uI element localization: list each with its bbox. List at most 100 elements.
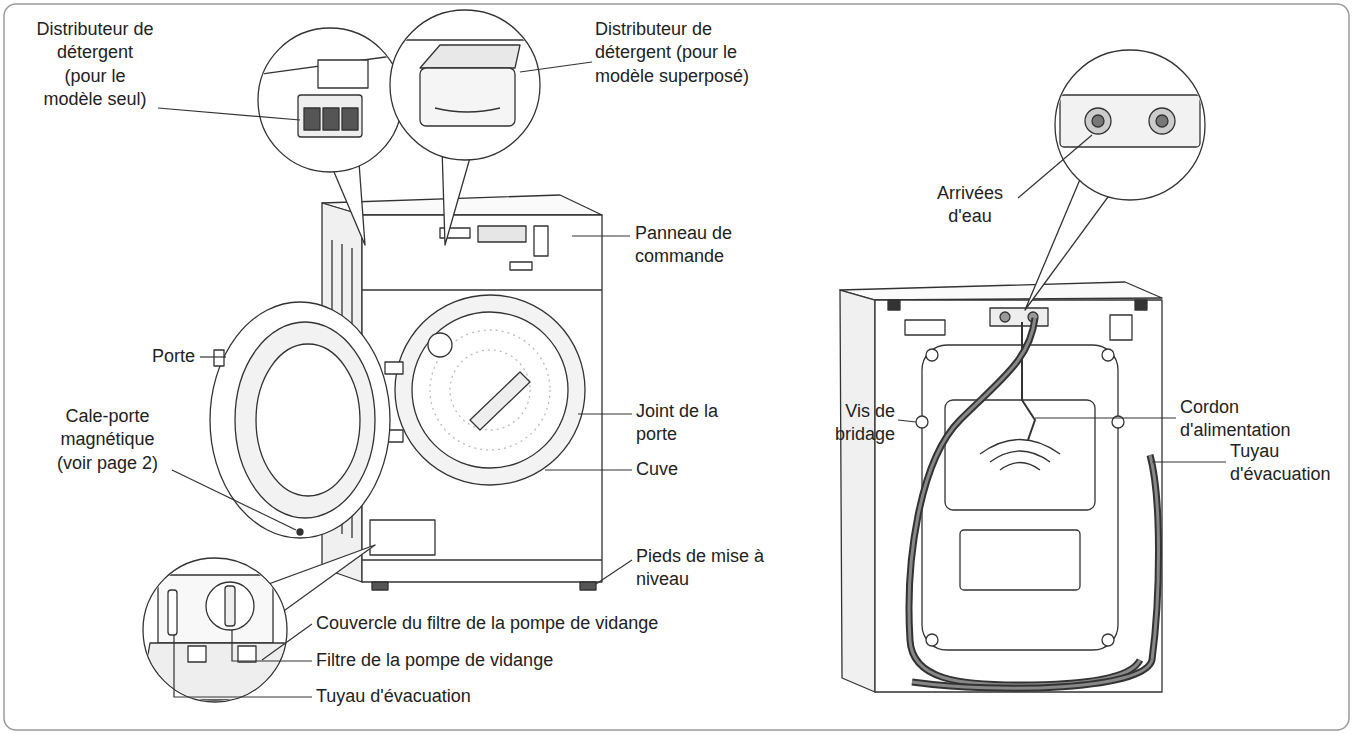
drain-hose <box>912 455 1159 688</box>
filter-knob <box>225 586 235 626</box>
door <box>210 302 390 538</box>
leader-line <box>520 62 592 72</box>
machine-front <box>362 215 602 582</box>
leader-line <box>1035 417 1176 418</box>
leader-line <box>158 108 300 120</box>
drain-tube <box>168 590 177 635</box>
part-label: Cuve <box>636 458 678 481</box>
filter-cover <box>370 520 435 555</box>
panel-buttons <box>510 262 532 270</box>
inlet-hose <box>909 318 1140 685</box>
rating-sticker <box>1110 315 1132 340</box>
part-label: Panneau de commande <box>635 222 765 269</box>
part-label: Tuyau d'évacuation <box>316 685 471 708</box>
transport-bracket <box>888 300 900 310</box>
machine-back <box>875 300 1162 692</box>
leader-line <box>572 235 630 236</box>
door-glass <box>256 344 360 496</box>
leader-line <box>596 560 632 584</box>
wifi-arc <box>990 451 1050 462</box>
panel-buttons <box>534 226 548 256</box>
part-label: Couvercle du filtre de la pompe de vidan… <box>316 612 658 635</box>
leader-line <box>172 470 296 530</box>
leader-line <box>578 413 632 414</box>
bolt <box>916 416 928 428</box>
machine-edge <box>390 39 540 40</box>
lid-tab <box>238 646 256 662</box>
leveling-foot <box>372 582 388 590</box>
leader-line <box>174 635 312 697</box>
wifi-arc <box>980 440 1060 455</box>
transport-bracket <box>1135 300 1147 310</box>
inlet-plate <box>990 308 1048 326</box>
callout-circle <box>258 28 402 172</box>
callout-circle <box>1055 50 1205 200</box>
door-glass <box>235 322 375 518</box>
part-label: Pieds de mise à niveau <box>636 545 786 592</box>
detergent-drawer <box>420 68 515 126</box>
part-label: Joint de la porte <box>636 400 746 447</box>
bolt <box>926 349 938 361</box>
panel-display <box>478 226 526 242</box>
part-label: Distributeur de détergent (pour le modèl… <box>595 18 770 88</box>
dispenser-compartment <box>342 108 358 130</box>
bolt <box>926 634 938 646</box>
part-label: Filtre de la pompe de vidange <box>316 649 553 672</box>
drum-lifter <box>470 372 530 430</box>
leader-line <box>200 356 226 357</box>
dispenser-tray <box>298 95 362 137</box>
wifi-arc <box>1000 463 1040 471</box>
part-label: Porte <box>140 345 195 368</box>
dispenser-compartment <box>323 108 339 130</box>
water-inlet <box>1085 108 1111 134</box>
door-magnet <box>297 529 303 535</box>
leader-line <box>545 469 632 470</box>
drain-hose <box>912 455 1159 688</box>
part-label: Distributeur de détergent (pour le modèl… <box>35 18 155 112</box>
filter-recess <box>158 575 273 643</box>
door-handle <box>214 350 224 366</box>
water-inlet <box>1000 312 1010 322</box>
machine-top <box>322 195 602 215</box>
door-hinge <box>385 362 403 374</box>
bolt <box>1102 349 1114 361</box>
inlet-hose <box>909 318 1140 685</box>
leveling-foot <box>580 582 596 590</box>
drawer-tray <box>420 45 520 68</box>
rating-sticker <box>905 320 945 335</box>
machine-side <box>840 290 875 692</box>
leader-line <box>232 630 312 661</box>
callout-circle <box>390 10 540 160</box>
plinth-edge <box>362 559 602 560</box>
part-label: Arrivées d'eau <box>925 182 1015 229</box>
part-label: Cale-porte magnétique (voir page 2) <box>45 405 170 475</box>
leader-line <box>1018 135 1092 198</box>
part-label: Cordon d'alimentation <box>1180 396 1310 443</box>
pump-filter <box>206 582 254 630</box>
drawer-handle <box>435 108 500 112</box>
dispenser-compartment <box>304 108 320 130</box>
frame-border <box>4 4 1349 730</box>
leader-line <box>898 420 916 422</box>
drum <box>412 312 568 468</box>
water-inlet <box>1092 115 1104 127</box>
door-seal <box>395 295 585 485</box>
machine-top <box>840 282 1162 300</box>
inlet-plate <box>1060 95 1200 147</box>
water-inlet <box>1149 108 1175 134</box>
panel-edge <box>362 289 602 290</box>
part-label: Tuyau d'évacuation <box>1230 440 1350 487</box>
leader-line <box>262 624 312 660</box>
part-label: Vis de bridage <box>820 400 895 447</box>
back-panel <box>960 530 1080 590</box>
dispenser-lid <box>318 60 368 88</box>
drum-holes <box>450 350 530 430</box>
bolt <box>1102 634 1114 646</box>
water-inlet <box>1156 115 1168 127</box>
lid-tab <box>188 646 206 662</box>
drum-lifter <box>428 333 452 357</box>
leader-line <box>1152 461 1226 462</box>
